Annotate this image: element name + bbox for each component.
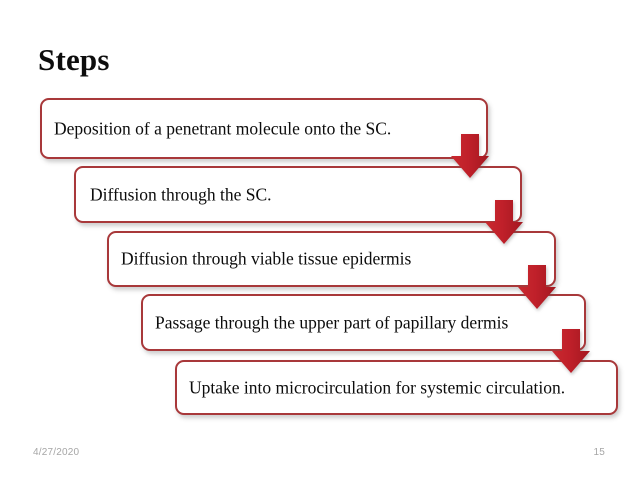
flow-step-label-4: Passage through the upper part of papill… [155,312,509,332]
flow-step-label-3: Diffusion through viable tissue epidermi… [121,248,412,269]
arrow-down-icon [450,134,490,179]
arrow-down-icon [517,265,557,310]
page-title: Steps [38,42,110,77]
flow-step-box-2[interactable]: Diffusion through the SC. [74,166,522,223]
footer-page-number: 15 [593,447,605,458]
arrow-down-icon [484,200,524,245]
flow-step-box-5[interactable]: Uptake into microcirculation for systemi… [175,360,618,415]
footer-date: 4/27/2020 [33,447,80,458]
flow-step-box-4[interactable]: Passage through the upper part of papill… [141,294,586,351]
flow-step-label-5: Uptake into microcirculation for systemi… [189,377,566,397]
flow-step-box-3[interactable]: Diffusion through viable tissue epidermi… [107,231,556,287]
flow-step-label-2: Diffusion through the SC. [90,184,272,204]
flow-step-box-1[interactable]: Deposition of a penetrant molecule onto … [40,98,488,159]
arrow-down-icon [551,329,591,374]
flow-step-label-1: Deposition of a penetrant molecule onto … [54,118,392,138]
